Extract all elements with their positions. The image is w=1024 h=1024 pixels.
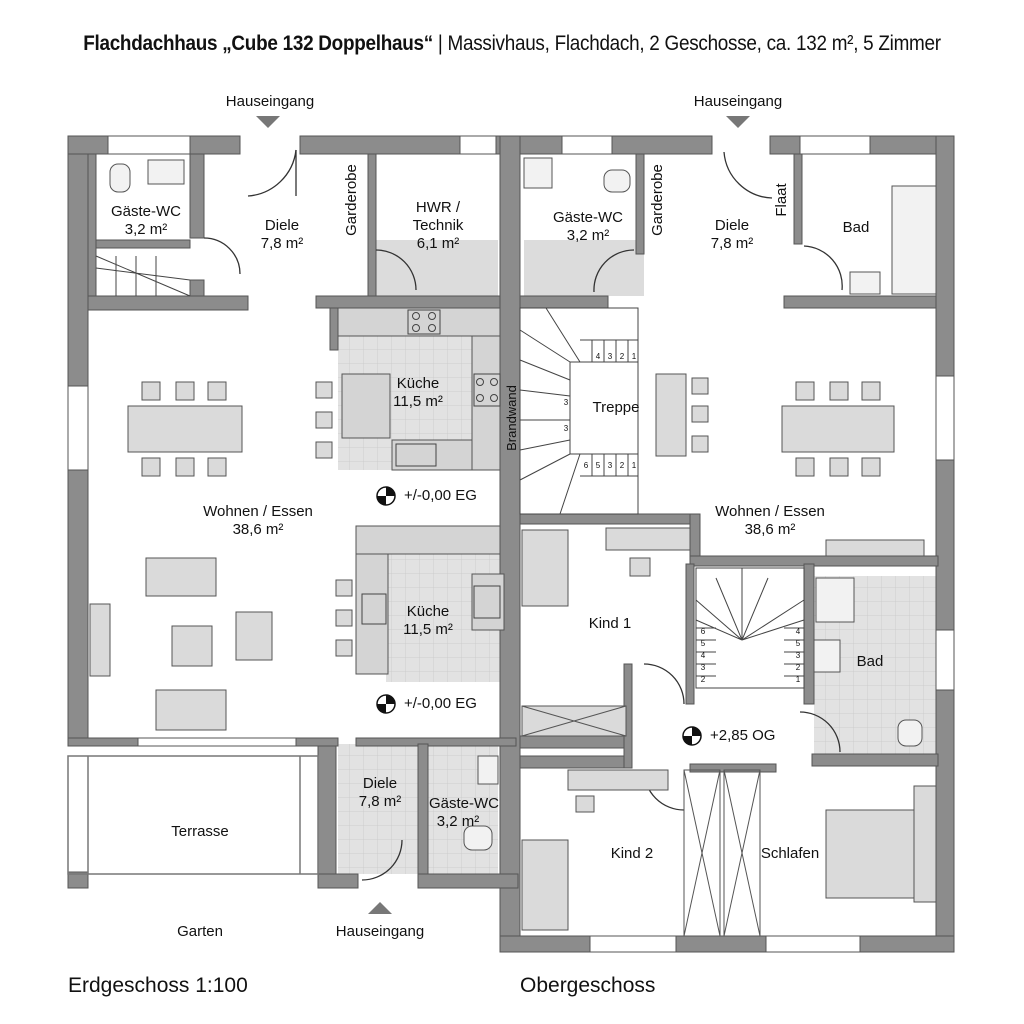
plan-title: Flachdachhaus „Cube 132 Doppelhaus“ | Ma…	[83, 32, 941, 55]
stair-number: 5	[701, 639, 706, 648]
room-gaeste-wc-2-name: Gäste-WC	[553, 209, 623, 226]
room-diele-3-area: 7,8 m²	[359, 793, 402, 810]
room-gaeste-wc-3-area: 3,2 m²	[437, 813, 480, 830]
stove-icons	[361, 309, 501, 625]
room-bad-2: Bad	[857, 653, 884, 670]
stair-number: 1	[632, 461, 637, 470]
room-garderobe-2: Garderobe	[649, 164, 666, 236]
doors	[203, 149, 843, 881]
stair-number: 2	[620, 461, 625, 470]
room-kueche-1-name: Küche	[397, 375, 440, 392]
room-kind-1: Kind 1	[589, 615, 632, 632]
level-label-eg2: +/-0,00 EG	[404, 695, 477, 712]
walls	[67, 135, 955, 953]
stair-number: 3	[564, 424, 569, 433]
room-garten: Garten	[177, 923, 223, 940]
room-wohnen-1-name: Wohnen / Essen	[203, 503, 313, 520]
entrance-arrow-top-right	[726, 116, 750, 128]
caption-erdgeschoss: Erdgeschoss 1:100	[68, 974, 248, 997]
stair-number: 1	[632, 352, 637, 361]
room-diele-2-name: Diele	[715, 217, 749, 234]
room-gaeste-wc-2-area: 3,2 m²	[567, 227, 610, 244]
room-wohnen-1-area: 38,6 m²	[233, 521, 284, 538]
room-gaeste-wc-1-name: Gäste-WC	[111, 203, 181, 220]
kitchen-counters	[337, 307, 505, 675]
room-diele-1-name: Diele	[265, 217, 299, 234]
entrance-arrow-bottom	[368, 902, 392, 914]
room-hwr-name2: Technik	[413, 217, 464, 234]
room-kueche-1-area: 11,5 m²	[393, 393, 443, 410]
stairs	[95, 255, 805, 689]
brandwand-label: Brandwand	[504, 385, 519, 451]
stair-number: 5	[796, 639, 801, 648]
stair-number: 3	[701, 663, 706, 672]
level-label-eg1: +/-0,00 EG	[404, 487, 477, 504]
room-diele-1-area: 7,8 m²	[261, 235, 304, 252]
room-wohnen-2-area: 38,6 m²	[745, 521, 796, 538]
stair-number: 4	[596, 352, 601, 361]
stair-number: 4	[796, 627, 801, 636]
stair-number: 5	[596, 461, 601, 470]
stair-number: 2	[796, 663, 801, 672]
room-flat: Flaat	[773, 183, 790, 217]
stair-number: 3	[796, 651, 801, 660]
living-furniture	[89, 539, 925, 731]
entrance-arrows	[256, 116, 750, 914]
entrance-label-top-left: Hauseingang	[226, 93, 314, 110]
wardrobes	[521, 705, 761, 937]
entrance-arrow-top-left	[256, 116, 280, 128]
dining-furniture	[127, 373, 895, 657]
stair-number: 3	[608, 461, 613, 470]
room-kind-2: Kind 2	[611, 845, 654, 862]
room-gaeste-wc-1-area: 3,2 m²	[125, 221, 168, 238]
stair-number: 4	[701, 651, 706, 660]
sanitary-fixtures	[109, 157, 937, 851]
level-marker-eg1	[376, 486, 396, 506]
entrance-label-top-right: Hauseingang	[694, 93, 782, 110]
room-wohnen-2-name: Wohnen / Essen	[715, 503, 825, 520]
caption-obergeschoss: Obergeschoss	[520, 974, 656, 997]
level-marker-og	[682, 726, 702, 746]
stair-number: 3	[608, 352, 613, 361]
level-markers	[376, 486, 702, 746]
room-bad-1: Bad	[843, 219, 870, 236]
room-hwr-name: HWR /	[416, 199, 461, 216]
stair-number: 6	[701, 627, 706, 636]
level-label-og: +2,85 OG	[710, 727, 775, 744]
windows	[67, 135, 955, 953]
stair-number: 2	[620, 352, 625, 361]
stair-number: 3	[564, 398, 569, 407]
room-diele-3-name: Diele	[363, 775, 397, 792]
room-garderobe-1: Garderobe	[343, 164, 360, 236]
terrace	[67, 755, 319, 875]
stair-number: 6	[584, 461, 589, 470]
room-gaeste-wc-3-name: Gäste-WC	[429, 795, 499, 812]
entrance-label-bottom: Hauseingang	[336, 923, 424, 940]
room-kueche-2-name: Küche	[407, 603, 450, 620]
stair-number: 1	[796, 675, 801, 684]
level-marker-eg2	[376, 694, 396, 714]
room-schlafen: Schlafen	[761, 845, 819, 862]
room-kueche-2-area: 11,5 m²	[403, 621, 453, 638]
room-terrasse: Terrasse	[171, 823, 229, 840]
room-diele-2-area: 7,8 m²	[711, 235, 754, 252]
room-hwr-area: 6,1 m²	[417, 235, 460, 252]
stair-number: 2	[701, 675, 706, 684]
room-treppe: Treppe	[593, 399, 640, 416]
